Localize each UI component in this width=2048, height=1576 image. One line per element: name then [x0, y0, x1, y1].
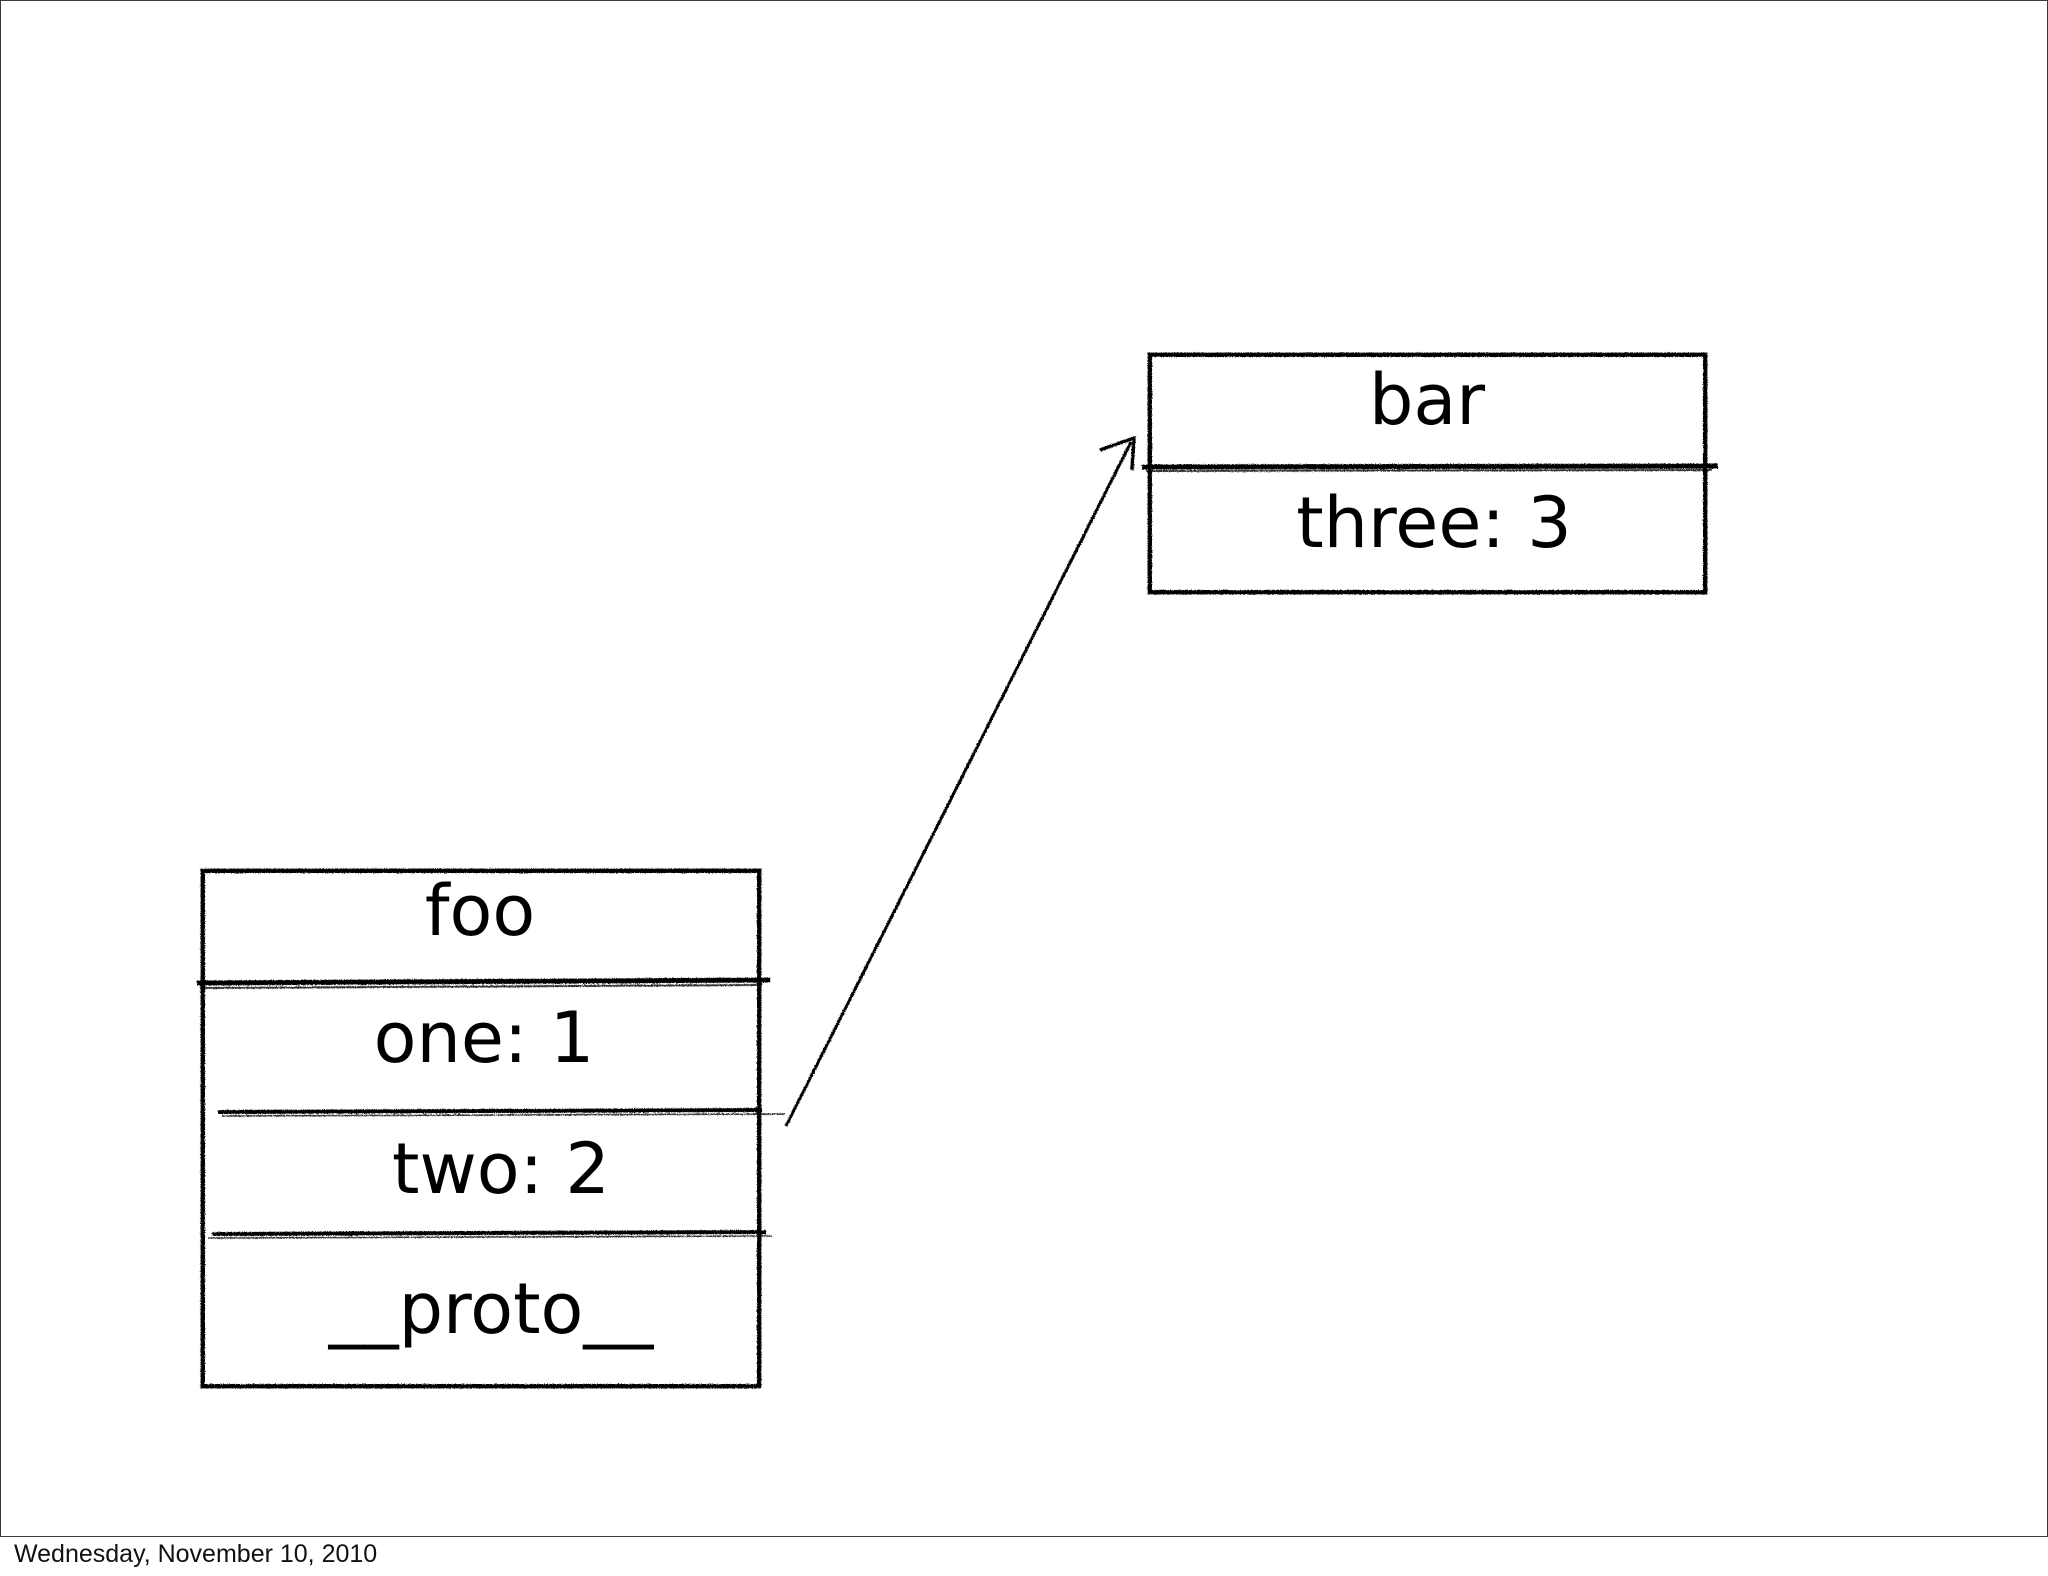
foo-field-two: two: 2 [392, 1128, 610, 1210]
object-box-foo [196, 868, 786, 1389]
foo-divider-2 [217, 1108, 763, 1114]
bar-box-outline [1148, 353, 1707, 594]
foo-divider-2-rough [221, 1113, 786, 1117]
proto-link-arrow [784, 435, 1136, 1127]
foo-box-outline-rough [200, 868, 762, 1389]
foo-field-proto: __proto__ [328, 1268, 655, 1350]
bar-divider-1-rough [1145, 469, 1713, 472]
foo-divider-1 [196, 977, 771, 986]
slide-date: Wednesday, November 10, 2010 [14, 1540, 378, 1568]
bar-title: bar [1369, 359, 1485, 441]
foo-divider-3 [211, 1230, 767, 1236]
bar-field-three: three: 3 [1296, 482, 1572, 564]
arrow-head-icon [1099, 435, 1136, 471]
foo-field-one: one: 1 [374, 997, 595, 1079]
foo-divider-1-rough [199, 984, 763, 989]
object-box-bar [1141, 352, 1719, 595]
bar-box-outline-rough [1147, 352, 1708, 595]
foo-divider-3-rough [207, 1235, 773, 1239]
foo-title: foo [425, 870, 535, 952]
slide-frame [0, 0, 2048, 1537]
arrow-shaft-rough [791, 449, 1127, 1116]
bar-divider-1 [1141, 463, 1719, 470]
prototype-diagram: bar three: 3 foo one: 1 two: 2 __proto__ [196, 352, 1719, 1389]
foo-box-outline [201, 869, 761, 1388]
